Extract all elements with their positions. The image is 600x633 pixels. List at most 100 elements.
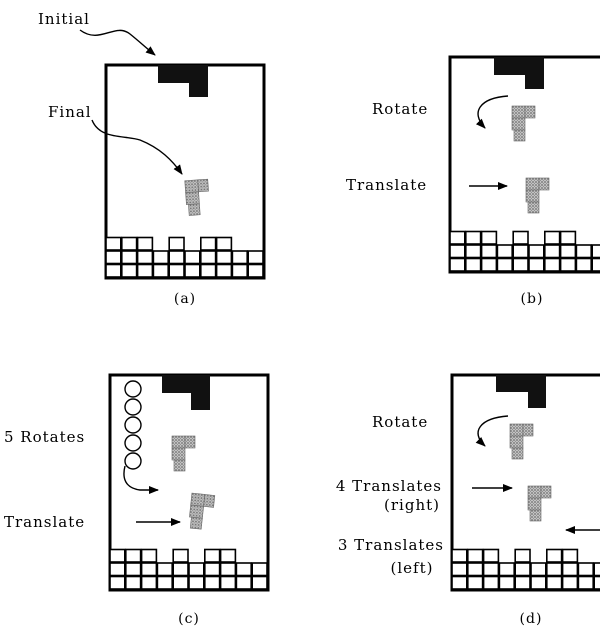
block-cell: [449, 230, 466, 245]
panel-d-translates-right-label: 4 Translates: [336, 477, 442, 495]
block-cell: [215, 250, 233, 265]
block-cell: [482, 562, 500, 577]
block-cell: [109, 562, 126, 577]
panel-b-caption: (b): [521, 291, 544, 307]
panel-a-final-label: Final: [48, 103, 92, 121]
block-cell: [235, 562, 252, 577]
block-cell: [591, 257, 600, 272]
block-cell: [168, 263, 185, 278]
panel-c: 5 Rotates Translate (c): [4, 373, 270, 627]
block-cell: [204, 575, 221, 590]
block-cell: [140, 562, 158, 577]
block-cell: [559, 230, 577, 245]
panel-d: Rotate 4 Translates (right) 3 Translates…: [336, 373, 600, 627]
block-cell: [219, 548, 237, 563]
panel-b-rotated-piece: [511, 105, 536, 142]
block-cell: [105, 263, 122, 278]
block-cell: [451, 562, 468, 577]
block-cell: [545, 562, 563, 577]
block-cell: [121, 263, 138, 278]
block-cell: [121, 236, 138, 251]
panel-a-final-arrow: [91, 119, 183, 175]
block-cell: [136, 263, 154, 278]
panel-a-final-piece: [184, 178, 211, 216]
block-cell: [152, 263, 169, 278]
block-cell: [530, 562, 547, 577]
block-cell: [215, 263, 233, 278]
block-cell: [172, 562, 189, 577]
block-cell: [466, 562, 484, 577]
block-cell: [480, 244, 498, 259]
panel-c-rotation-loops: [123, 380, 159, 494]
block-cell: [591, 244, 600, 259]
panel-d-initial-piece: [496, 375, 546, 408]
panel-c-initial-piece: [162, 375, 210, 410]
block-cell: [512, 257, 529, 272]
block-cell: [577, 562, 595, 577]
block-cell: [512, 230, 529, 245]
block-cell: [449, 257, 466, 272]
block-cell: [480, 230, 498, 245]
panel-b-bottom-blocks: [449, 230, 600, 272]
block-cell: [105, 250, 122, 265]
block-cell: [559, 244, 577, 259]
block-cell: [125, 575, 142, 590]
block-cell: [593, 562, 600, 577]
block-cell: [514, 562, 531, 577]
block-cell: [247, 263, 264, 278]
block-cell: [156, 575, 173, 590]
block-cell: [514, 575, 531, 590]
block-cell: [140, 548, 158, 563]
panel-a-initial-arrow: [79, 29, 156, 56]
panel-d-rotate-label: Rotate: [372, 413, 428, 431]
block-cell: [105, 236, 122, 251]
panel-b-translated-piece: [525, 177, 550, 214]
block-cell: [109, 548, 126, 563]
panel-d-translated-piece: [527, 485, 552, 522]
block-cell: [204, 562, 221, 577]
panel-b-rotate-label: Rotate: [372, 100, 428, 118]
panel-a-bottom-blocks: [105, 236, 264, 278]
block-cell: [543, 257, 561, 272]
block-cell: [451, 548, 468, 563]
block-cell: [528, 244, 545, 259]
panel-b-rotate-arrow: [475, 95, 509, 129]
block-cell: [121, 250, 138, 265]
block-cell: [545, 548, 563, 563]
block-cell: [204, 548, 221, 563]
block-cell: [498, 562, 515, 577]
block-cell: [498, 575, 515, 590]
panel-a-initial-label: Initial: [38, 10, 90, 28]
block-cell: [156, 562, 173, 577]
block-cell: [464, 230, 482, 245]
block-cell: [561, 548, 579, 563]
panel-b: Rotate Translate (b): [346, 55, 600, 307]
panel-a: Initial Final (a): [38, 10, 266, 307]
panel-d-left-sub-label: (left): [391, 559, 434, 577]
block-cell: [172, 575, 189, 590]
block-cell: [543, 230, 561, 245]
panel-a-caption: (a): [174, 291, 196, 307]
block-cell: [247, 250, 264, 265]
block-cell: [593, 575, 600, 590]
block-cell: [188, 562, 205, 577]
block-cell: [136, 250, 154, 265]
block-cell: [530, 575, 547, 590]
block-cell: [496, 244, 513, 259]
block-cell: [125, 562, 142, 577]
block-cell: [575, 244, 593, 259]
panel-d-translates-left-label: 3 Translates: [338, 536, 444, 554]
panel-c-rotates-label: 5 Rotates: [4, 428, 85, 446]
panel-b-initial-piece: [494, 57, 544, 89]
block-cell: [514, 548, 531, 563]
block-cell: [200, 236, 217, 251]
panel-a-initial-piece: [158, 65, 208, 97]
block-cell: [451, 575, 468, 590]
block-cell: [466, 575, 484, 590]
block-cell: [109, 575, 126, 590]
block-cell: [561, 562, 579, 577]
block-cell: [231, 263, 248, 278]
block-cell: [480, 257, 498, 272]
panel-c-translate-label: Translate: [4, 513, 85, 531]
block-cell: [215, 236, 233, 251]
